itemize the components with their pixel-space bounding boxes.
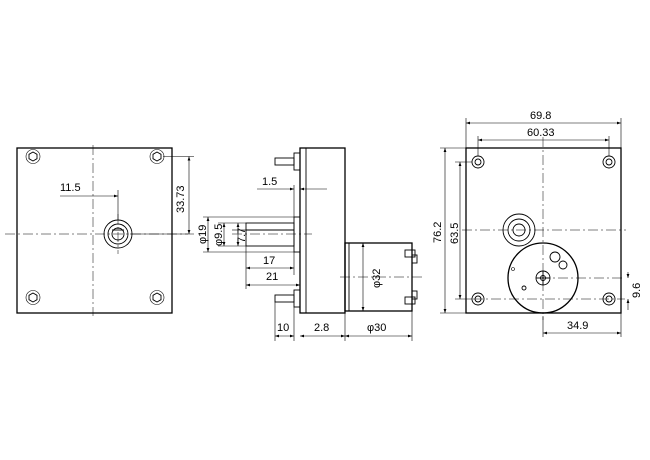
dim-side-len-17: 17 xyxy=(263,255,275,267)
side-stud-bottom xyxy=(293,289,301,308)
dim-rear-hole-pitch-h: 63.5 xyxy=(449,223,461,244)
front-mount-hole-br xyxy=(149,290,165,305)
front-view: 11.5 33.73 xyxy=(5,145,194,316)
front-mount-hole-tl xyxy=(25,149,41,164)
rear-housing xyxy=(465,147,622,314)
dim-rear-motor-offset-h: 34.9 xyxy=(567,320,588,332)
dim-side-flat-depth: 7.7 xyxy=(236,228,248,243)
dim-side-len-10: 10 xyxy=(277,322,289,334)
dim-rear-motor-offset-v: 9.6 xyxy=(631,283,643,298)
side-motor-terminal-bottom xyxy=(404,296,416,305)
dim-rear-hole-pitch-w: 60.33 xyxy=(527,127,555,139)
rear-mount-hole-tr xyxy=(602,155,616,169)
side-gearbox xyxy=(299,147,346,314)
dim-side-len-21: 21 xyxy=(266,271,278,283)
dim-side-len-2-8: 2.8 xyxy=(314,322,329,334)
dim-front-shaft-offset: 11.5 xyxy=(60,182,81,194)
dim-rear-overall-width: 69.8 xyxy=(530,110,551,122)
front-housing xyxy=(16,147,173,314)
dim-side-motor-dia: φ32 xyxy=(371,269,383,288)
side-stud-top xyxy=(293,152,301,171)
side-view: 1.5 φ19 φ9.5 7.7 17 21 φ32 xyxy=(197,147,424,341)
dim-front-height-pitch: 33.73 xyxy=(175,185,187,213)
side-shaft-boss xyxy=(293,216,301,253)
rear-mount-hole-tl xyxy=(471,155,485,169)
dim-side-motor-len: φ30 xyxy=(367,322,386,334)
front-mount-hole-bl xyxy=(25,290,41,305)
rear-view: 69.8 60.33 76.2 63.5 9.6 34.9 xyxy=(432,110,643,337)
dim-side-shaft-dia-large: φ19 xyxy=(197,225,209,244)
dim-side-shaft-dia-small: φ9.5 xyxy=(213,224,225,246)
side-shaft xyxy=(245,222,295,247)
dim-side-flange-thickness: 1.5 xyxy=(262,176,277,188)
front-mount-hole-tr xyxy=(149,149,165,164)
side-motor-terminal-top xyxy=(404,249,416,258)
dim-rear-overall-height: 76.2 xyxy=(432,222,444,243)
